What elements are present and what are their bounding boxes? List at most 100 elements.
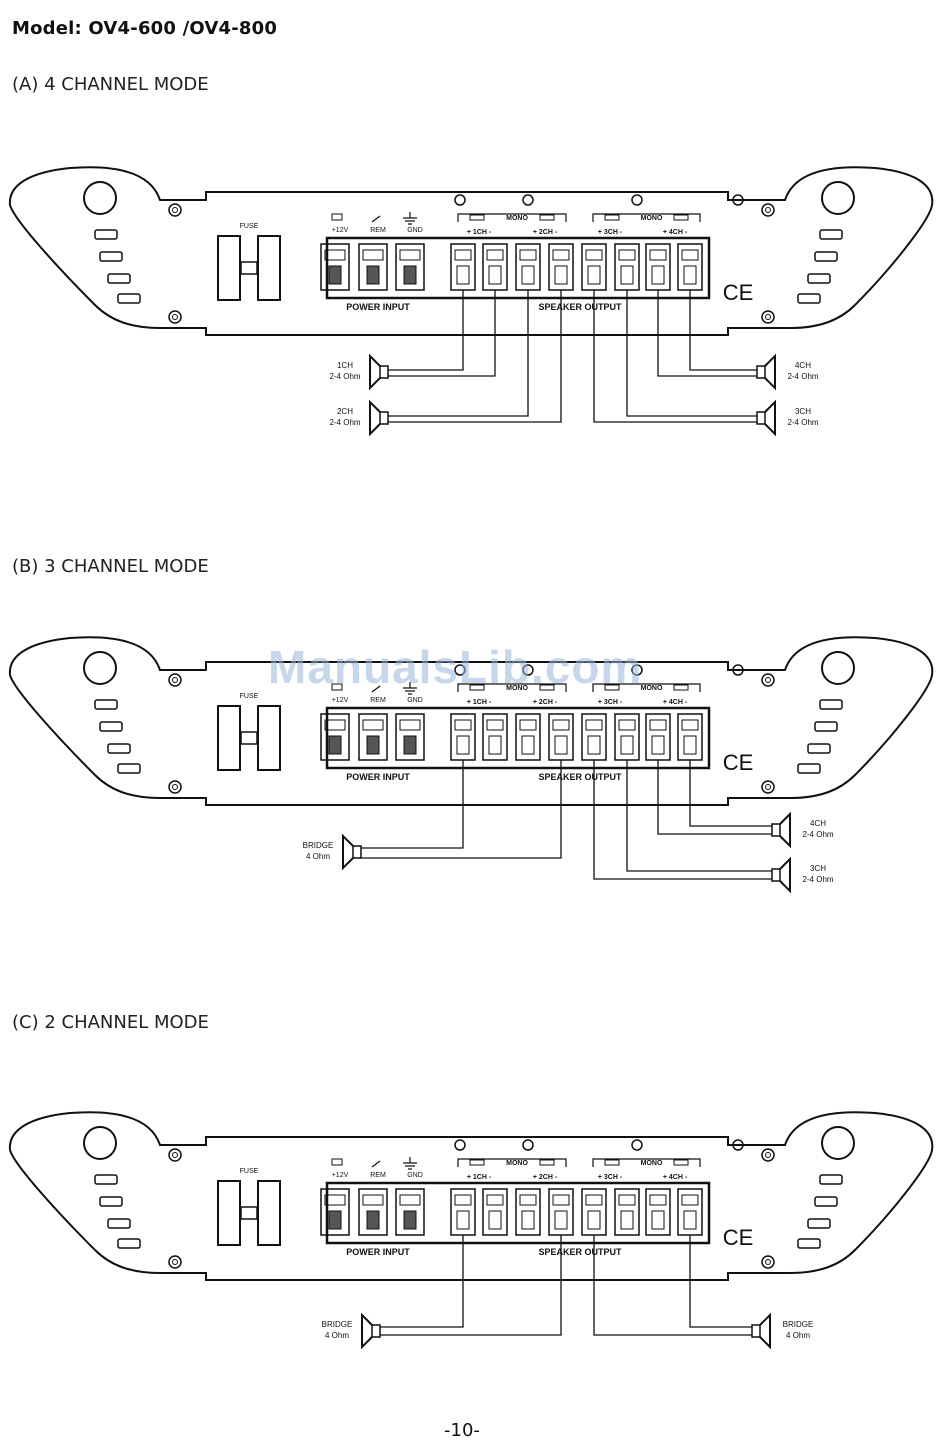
terminal <box>320 243 350 291</box>
speaker-name: 2CH <box>337 407 353 416</box>
speaker-magnet <box>379 365 389 379</box>
fuse-bridge <box>240 1206 258 1220</box>
screw-icon <box>454 1139 466 1151</box>
speaker-wire <box>593 290 757 423</box>
mono-jumper <box>604 1159 620 1166</box>
speaker-output-label: SPEAKER OUTPUT <box>538 772 622 782</box>
fuse-label: FUSE <box>240 693 259 700</box>
terminal-slot <box>620 735 634 755</box>
channel-label: + 1CH - <box>467 229 492 236</box>
screw-icon <box>454 194 466 206</box>
fuse-bridge <box>240 731 258 745</box>
speaker-name: BRIDGE <box>322 1320 353 1329</box>
terminal-screw <box>519 1194 537 1206</box>
terminal-screw <box>362 249 384 261</box>
vent-slot <box>797 763 821 774</box>
speaker-wire <box>657 760 772 835</box>
screw-center <box>765 677 771 683</box>
channel-label: + 4CH - <box>663 229 688 236</box>
ce-mark: CE <box>723 750 754 775</box>
speaker-impedance: 2-4 Ohm <box>329 372 360 381</box>
speaker-name: 1CH <box>337 361 353 370</box>
speaker-name: BRIDGE <box>303 841 334 850</box>
screw-center <box>172 314 178 320</box>
speaker-magnet <box>756 365 766 379</box>
power-terminal-label: GND <box>407 697 423 704</box>
power-input-label: POWER INPUT <box>346 302 410 312</box>
speaker-cone <box>342 833 354 871</box>
terminal <box>358 1188 388 1236</box>
terminal-slot <box>403 1210 417 1230</box>
terminal-slot <box>456 265 470 285</box>
screw-center <box>172 207 178 213</box>
terminal-slot <box>554 265 568 285</box>
mount-hole-right <box>821 1126 855 1160</box>
switch-icon <box>371 1160 381 1168</box>
terminal-screw <box>324 249 346 261</box>
vent-slot <box>107 1218 131 1229</box>
terminal-screw <box>362 1194 384 1206</box>
screw-icon <box>761 1148 775 1162</box>
mono-jumper <box>469 684 485 691</box>
terminal-slot <box>366 265 380 285</box>
screw-icon <box>761 203 775 217</box>
vent-slot <box>117 763 141 774</box>
screw-center <box>765 1259 771 1265</box>
screw-icon <box>631 664 643 676</box>
mode-a-title: (A) 4 CHANNEL MODE <box>12 74 209 95</box>
vent-slot <box>99 721 123 732</box>
speaker-wire <box>388 290 529 417</box>
screw-icon <box>761 673 775 687</box>
terminal <box>482 1188 508 1236</box>
terminal-block <box>325 706 711 770</box>
terminal-screw <box>618 719 636 731</box>
terminal-slot <box>488 735 502 755</box>
ground-icon <box>403 682 417 695</box>
screw-icon <box>732 194 744 206</box>
ground-icon <box>403 212 417 225</box>
mono-jumper <box>469 214 485 221</box>
power-terminal-label: REM <box>370 697 386 704</box>
channel-label: + 1CH - <box>467 699 492 706</box>
mono-bracket <box>457 1158 567 1167</box>
screw-center <box>172 677 178 683</box>
terminal-slot <box>620 1210 634 1230</box>
screw-center <box>765 784 771 790</box>
screw-icon <box>522 1139 534 1151</box>
channel-label: + 4CH - <box>663 1174 688 1181</box>
speaker-impedance: 4 Ohm <box>786 1331 810 1340</box>
screw-icon <box>761 310 775 324</box>
terminal <box>515 1188 541 1236</box>
channel-label: + 3CH - <box>598 1174 623 1181</box>
speaker-cone <box>779 811 791 849</box>
terminal <box>645 1188 671 1236</box>
terminal-slot <box>403 265 417 285</box>
vent-slot <box>797 293 821 304</box>
screw-icon <box>168 1148 182 1162</box>
vent-slot <box>807 273 831 284</box>
terminal-screw <box>681 249 699 261</box>
terminal-screw <box>454 249 472 261</box>
screw-center <box>172 1259 178 1265</box>
power-terminal-label: REM <box>370 1172 386 1179</box>
power-terminal-label: +12V <box>332 697 349 704</box>
fuse-left <box>217 235 241 301</box>
speaker-wire <box>689 290 757 371</box>
mono-label: MONO <box>506 685 528 692</box>
mono-jumper <box>673 684 689 691</box>
terminal <box>482 713 508 761</box>
fuse-left <box>217 705 241 771</box>
ground-icon <box>403 1157 417 1170</box>
power-terminal-label: GND <box>407 227 423 234</box>
speaker-wire <box>626 290 757 417</box>
vent-slot <box>819 229 843 240</box>
terminal-screw <box>324 1194 346 1206</box>
terminal-screw <box>618 249 636 261</box>
terminal-slot <box>403 735 417 755</box>
mono-jumper <box>539 214 555 221</box>
terminal-slot <box>521 1210 535 1230</box>
